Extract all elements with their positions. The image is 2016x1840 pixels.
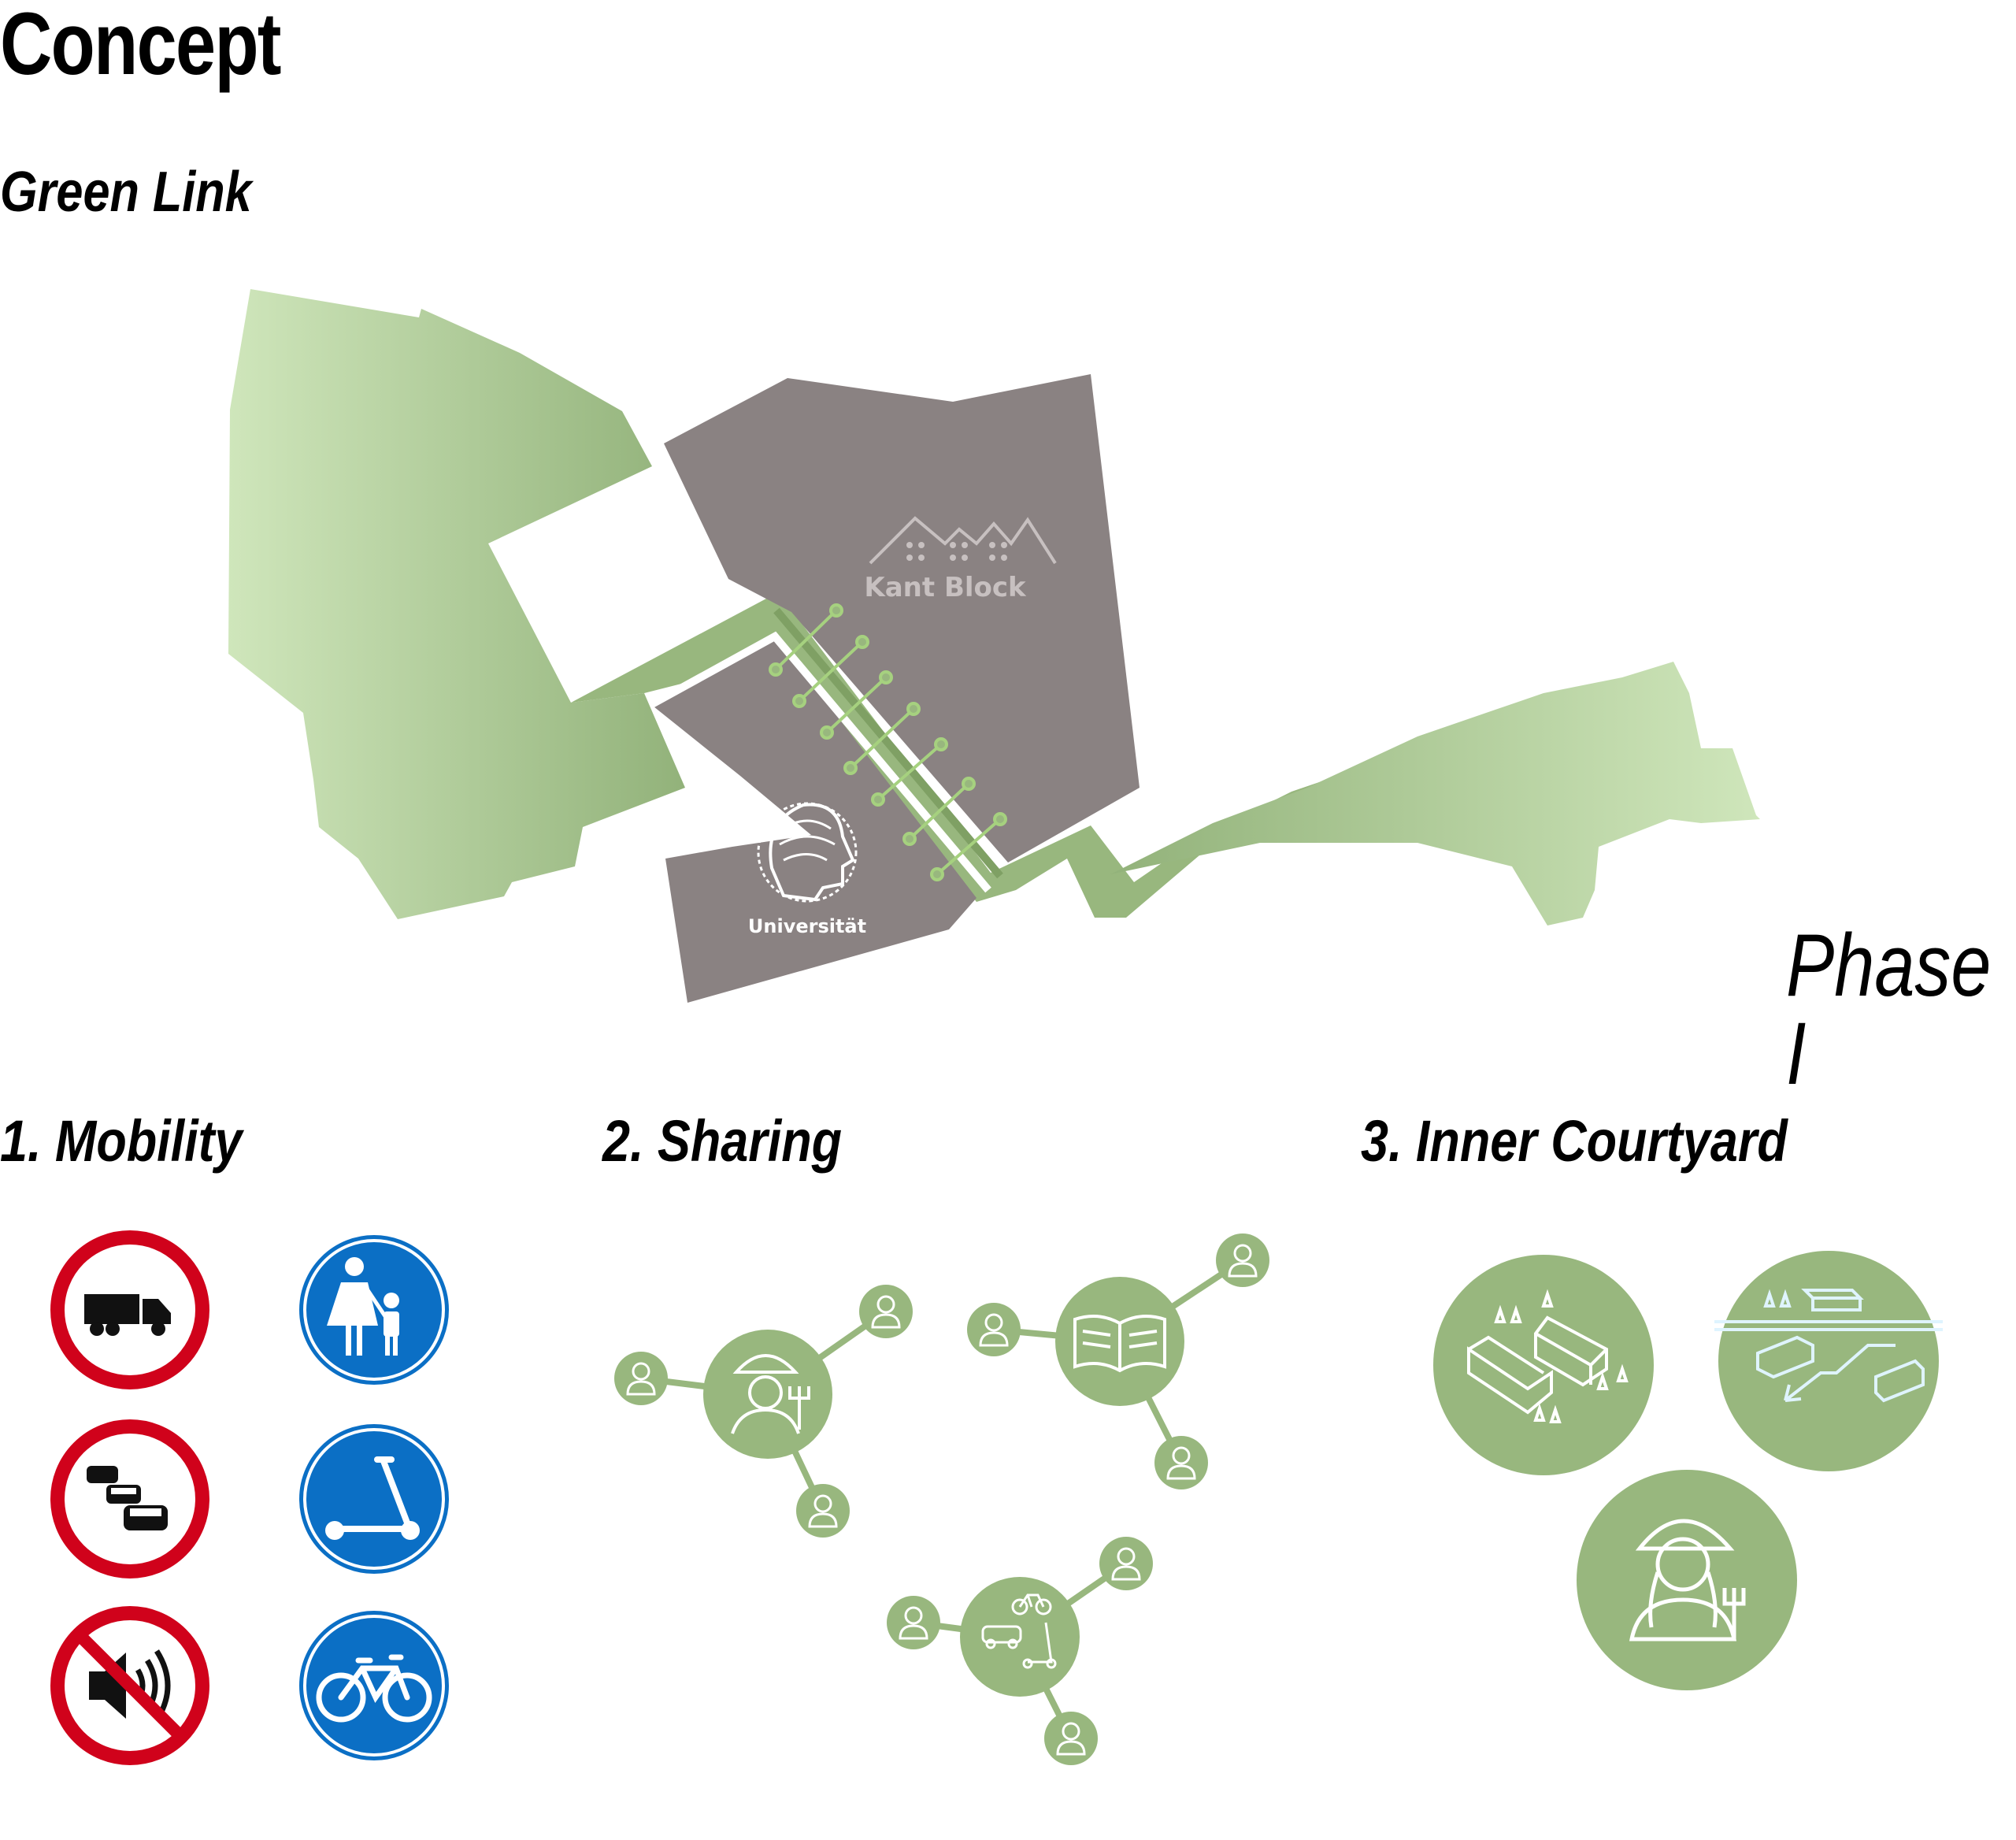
no-cars-icon: [50, 1419, 209, 1578]
no-trucks-icon: [50, 1230, 209, 1389]
courtyard-path-icon: [1714, 1251, 1943, 1471]
scooter-path-icon: [295, 1419, 454, 1578]
no-noise-icon: [50, 1606, 209, 1765]
section-mobility-title: 1. Mobility: [0, 1108, 243, 1174]
courtyard-icons: [1433, 1251, 1943, 1690]
green-area-west: [228, 289, 685, 919]
bicycle-path-icon: [295, 1606, 454, 1765]
page-subtitle: Green Link: [0, 161, 252, 224]
kant-block: [664, 374, 1140, 862]
kant-block-label: Kant Block: [864, 572, 1027, 603]
houses-icon: [869, 516, 1057, 565]
page-title: Concept: [0, 0, 282, 93]
mobility-icons: [50, 1230, 454, 1765]
corridor-crossings: [769, 603, 1007, 881]
sharing-icons: [613, 1232, 1271, 1767]
section-courtyard-title: 3. Inner Courtyard: [1361, 1108, 1788, 1174]
site-map: Kant Block Universität: [228, 289, 1760, 1003]
university-block: [650, 634, 976, 1003]
gardener-hub-icon: [703, 1330, 832, 1459]
vehicle-hub-network: [885, 1535, 1154, 1767]
phase-label: Phase I: [1786, 916, 1992, 1103]
section-sharing-title: 2. Sharing: [602, 1108, 843, 1174]
university-seal-icon: [757, 802, 858, 903]
courtyard-buildings-icon: [1433, 1255, 1654, 1475]
pedestrian-path-icon: [295, 1230, 454, 1389]
gardener-icon: [1577, 1470, 1797, 1690]
gardener-hub-network: [613, 1283, 914, 1539]
university-label: Universität: [748, 915, 866, 937]
book-hub-network: [965, 1232, 1271, 1491]
green-area-east: [1110, 662, 1760, 926]
